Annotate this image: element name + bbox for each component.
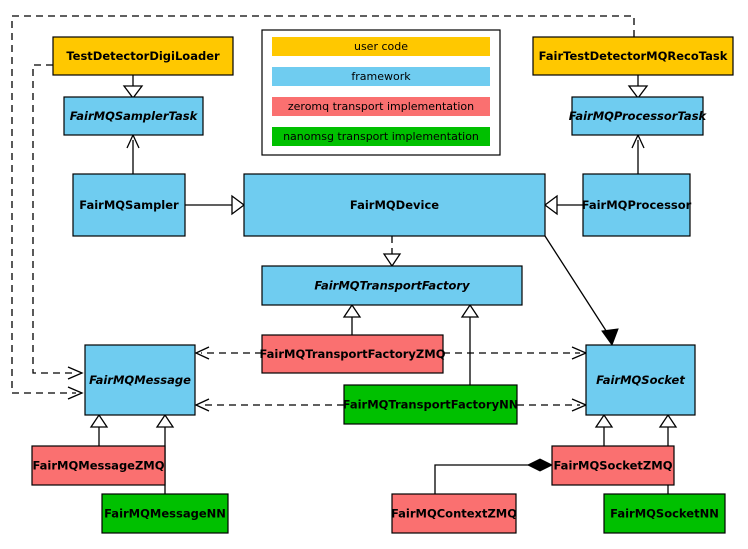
legend-label-nanomsg: nanomsg transport implementation: [283, 130, 479, 143]
arrowhead-factoryzmq-to-message: [194, 346, 210, 360]
legend-item-user_code: user code: [272, 37, 490, 56]
class-node-label: FairMQDevice: [350, 198, 439, 212]
class-node-label: TestDetectorDigiLoader: [66, 49, 220, 63]
class-node-label: FairMQProcessor: [582, 198, 692, 212]
class-node-box[interactable]: [243, 173, 546, 237]
arrowhead-messagenn-to-message: [155, 413, 175, 428]
class-node-FairMQTransportFactoryNN[interactable]: FairMQTransportFactoryNN: [343, 384, 519, 425]
arrowhead-sampler-to-device: [231, 194, 246, 216]
class-node-box[interactable]: [31, 445, 166, 486]
class-node-FairMQSocketZMQ[interactable]: FairMQSocketZMQ: [551, 445, 675, 486]
legend-swatch-user_code: [272, 37, 490, 56]
legend-label-zeromq: zeromq transport implementation: [288, 100, 474, 113]
arrowhead-processor-to-device: [543, 194, 558, 216]
class-node-FairMQMessage[interactable]: FairMQMessage: [84, 344, 196, 416]
class-node-FairMQSamplerTask[interactable]: FairMQSamplerTask: [63, 96, 204, 136]
arrowhead-messagezmq-to-message: [89, 413, 109, 428]
class-node-FairMQSampler[interactable]: FairMQSampler: [72, 173, 186, 237]
legend-swatch-zeromq: [272, 97, 490, 116]
arrowhead-factorynn-to-message: [194, 398, 210, 412]
class-node-label: FairMQSamplerTask: [70, 109, 199, 123]
class-node-box[interactable]: [261, 334, 444, 374]
edge-contextzmq-to-socketzmq: [434, 464, 540, 494]
class-node-FairMQTransportFactory[interactable]: FairMQTransportFactory: [261, 265, 523, 306]
class-node-box[interactable]: [391, 493, 517, 534]
legend-item-framework: framework: [272, 67, 490, 86]
class-node-box[interactable]: [52, 36, 234, 76]
class-node-box[interactable]: [63, 96, 204, 136]
class-node-FairMQSocketNN[interactable]: FairMQSocketNN: [603, 493, 726, 534]
class-node-box[interactable]: [72, 173, 186, 237]
legend-item-nanomsg: nanomsg transport implementation: [272, 127, 490, 146]
class-node-label: FairMQSocketZMQ: [554, 459, 673, 473]
class-node-label: FairMQMessageNN: [104, 507, 226, 521]
class-node-box[interactable]: [571, 96, 704, 136]
legend-item-zeromq: zeromq transport implementation: [272, 97, 490, 116]
arrowhead-factorynn-to-factory: [460, 303, 480, 318]
class-node-label: FairMQSampler: [79, 198, 179, 212]
class-node-label: FairMQProcessorTask: [569, 109, 708, 123]
class-node-box[interactable]: [261, 265, 523, 306]
class-node-box[interactable]: [585, 344, 696, 416]
class-node-box[interactable]: [101, 493, 229, 534]
class-node-label: FairMQMessageZMQ: [32, 459, 164, 473]
legend-label-framework: framework: [351, 70, 411, 83]
legend-label-user_code: user code: [354, 40, 408, 53]
class-node-FairTestDetectorMQRecoTask[interactable]: FairTestDetectorMQRecoTask: [532, 36, 734, 76]
class-node-box[interactable]: [551, 445, 675, 486]
arrowhead-recotask-to-processortask: [627, 85, 649, 100]
class-node-label: FairTestDetectorMQRecoTask: [539, 49, 728, 63]
class-node-FairMQMessageZMQ[interactable]: FairMQMessageZMQ: [31, 445, 166, 486]
class-node-FairMQMessageNN[interactable]: FairMQMessageNN: [101, 493, 229, 534]
arrowhead-digiloader-to-message: [67, 366, 84, 380]
class-node-TestDetectorDigiLoader[interactable]: TestDetectorDigiLoader: [52, 36, 234, 76]
class-nodes: TestDetectorDigiLoader FairTestDetectorMQ…: [31, 36, 734, 534]
class-node-box[interactable]: [84, 344, 196, 416]
arrowhead-socketnn-to-socket: [658, 413, 678, 428]
legend-swatch-framework: [272, 67, 490, 86]
class-node-FairMQSocket[interactable]: FairMQSocket: [585, 344, 696, 416]
class-node-box[interactable]: [603, 493, 726, 534]
class-node-label: FairMQContextZMQ: [391, 507, 517, 521]
class-node-FairMQDevice[interactable]: FairMQDevice: [243, 173, 546, 237]
arrowhead-socketzmq-to-socket: [594, 413, 614, 428]
class-node-FairMQContextZMQ[interactable]: FairMQContextZMQ: [391, 493, 517, 534]
edge-device-to-socket: [544, 235, 613, 341]
class-node-box[interactable]: [582, 173, 691, 237]
arrowhead-device-to-socket: [601, 328, 619, 347]
class-node-box[interactable]: [532, 36, 734, 76]
class-node-box[interactable]: [343, 384, 518, 425]
arrowhead-recotask-to-message: [67, 386, 84, 400]
legend-items: user code framework zeromq transport imple…: [272, 37, 490, 146]
class-node-FairMQProcessorTask[interactable]: FairMQProcessorTask: [569, 96, 708, 136]
class-node-FairMQTransportFactoryZMQ[interactable]: FairMQTransportFactoryZMQ: [259, 334, 446, 374]
class-node-label: FairMQTransportFactoryZMQ: [259, 347, 445, 361]
class-node-label: FairMQTransportFactory: [314, 279, 470, 293]
routed-dependency-edges: [11, 15, 635, 400]
legend: user code framework zeromq transport imple…: [261, 29, 501, 156]
class-node-label: FairMQSocketNN: [610, 507, 719, 521]
class-node-label: FairMQTransportFactoryNN: [343, 398, 519, 412]
arrowhead-digiloader-to-samplertask: [122, 85, 144, 100]
arrowhead-device-to-transportfactory: [382, 253, 402, 268]
arrowhead-factoryzmq-to-factory: [342, 303, 362, 318]
edge-digiloader-to-message: [32, 64, 76, 374]
legend-swatch-nanomsg: [272, 127, 490, 146]
class-node-FairMQProcessor[interactable]: FairMQProcessor: [582, 173, 692, 237]
edge-recotask-to-message: [11, 15, 635, 394]
structural-edges: [89, 75, 678, 494]
class-node-label: FairMQMessage: [89, 373, 191, 387]
class-node-label: FairMQSocket: [596, 373, 685, 387]
